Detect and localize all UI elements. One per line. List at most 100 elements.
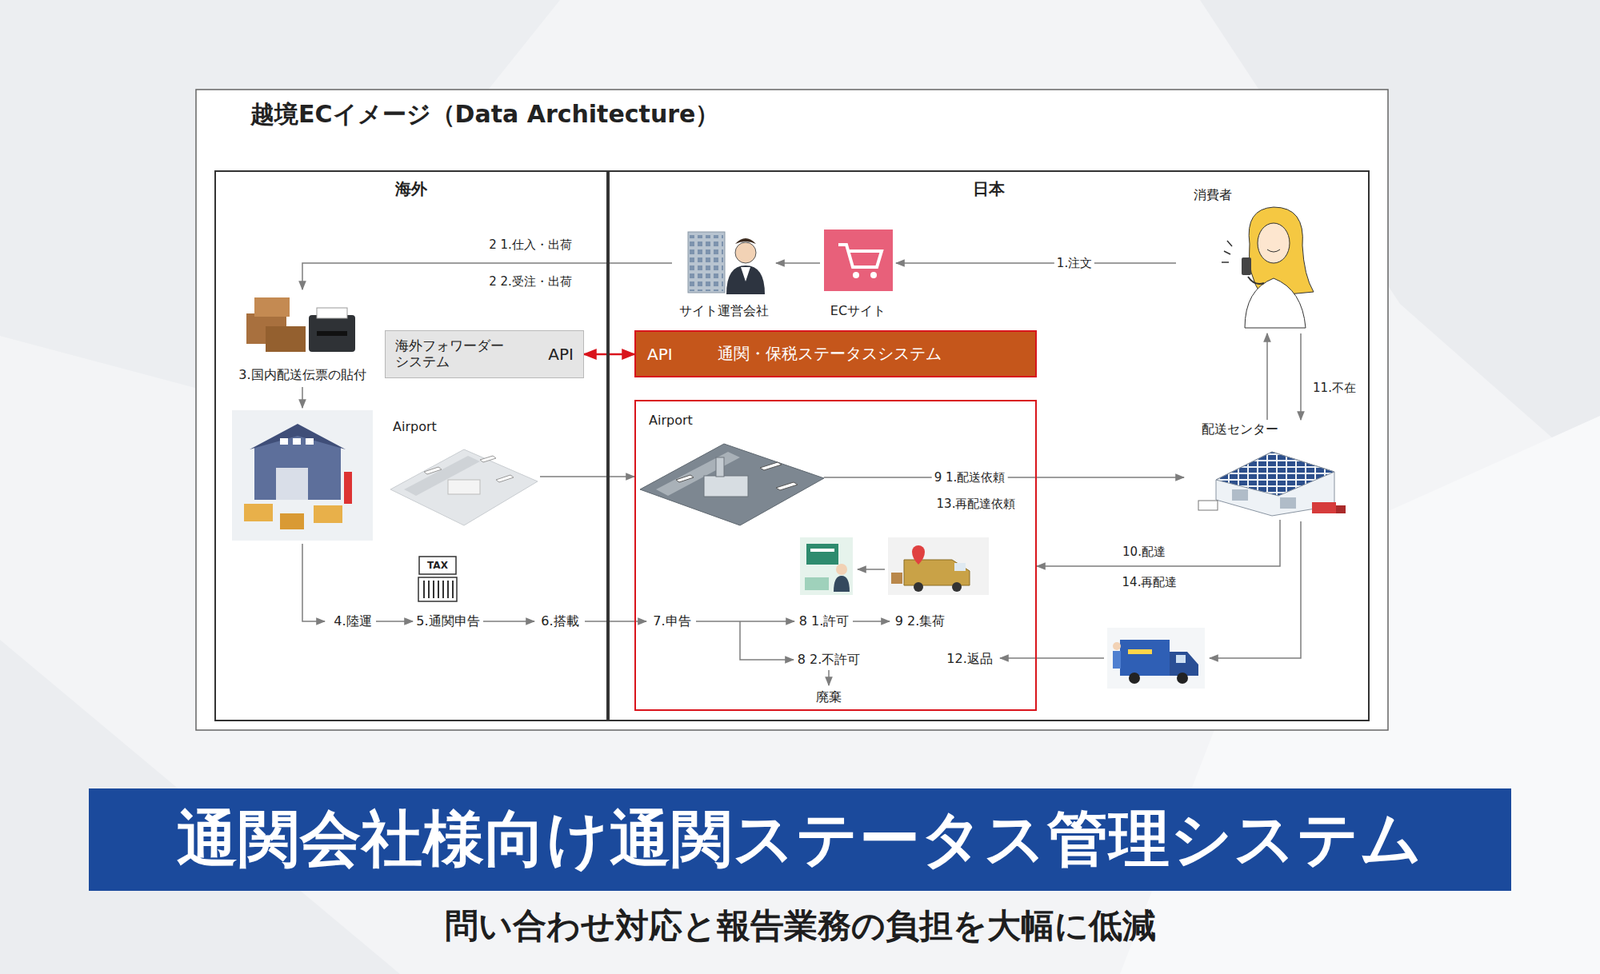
delivery-center-illustration [1198,500,1218,511]
leader-arrow [740,621,794,660]
flow-arrow [540,476,635,478]
flow-arrow [302,263,672,290]
edge-label: 11.不在 [1310,380,1359,396]
return-truck-illustration [1176,672,1188,684]
warehouse-illustration [276,468,308,500]
flow-label: 6.搭載 [538,613,581,629]
delivery-van-icon [888,537,989,596]
japan-airport-illustration [716,457,724,477]
flow-label: 8 1.許可 [796,613,852,629]
return-truck-illustration [1128,649,1152,655]
japan-airport-illustration [640,444,824,526]
operator-illustration [740,267,751,282]
leader-arrow [696,620,795,623]
airport-illustration [390,449,538,526]
leader-arrow [1000,657,1104,660]
leader-arrow [376,620,413,623]
ec-site-icon [852,272,860,279]
warehouse-illustration [244,504,273,522]
japan-airport-illustration [640,444,824,526]
region-box: 日本消費者サイト運営会社 ECサイト API 通関・保税ステータスシステム Airpor… [608,170,1370,722]
consumer-illustration [1244,278,1306,328]
leader-arrow [857,568,885,571]
node-text: 日本 [609,172,1368,200]
warehouse-illustration [249,424,346,450]
consumer-illustration [1221,207,1314,328]
flow-label: 12.返品 [944,651,995,667]
diagram-heading: 越境ECイメージ（Data Architecture） [248,100,722,129]
leader-arrow [852,620,890,623]
region-box: 海外3.国内配送伝票の貼付海外フォワーダー システムAPIAirport [214,170,608,722]
node-text: API [647,344,673,364]
consumer-illustration [1257,223,1290,264]
warehouse-illustration [313,505,343,524]
customs-icon [800,537,853,596]
return-truck-illustration [1112,642,1121,651]
leader-arrow [302,387,1301,686]
edge-label: 10.配達 [1120,544,1168,560]
parcel-printer-illustration [265,326,306,352]
flow-arrow [1300,333,1302,420]
flow-label: 2 2.受注・出荷 [486,274,575,289]
consumer-illustration [1267,249,1280,252]
edge-label: 2 1.仕入・出荷 [486,237,575,252]
delivery-van-icon [912,545,925,565]
leader-arrow [301,387,304,408]
leader-arrow [828,670,830,686]
flow-label: 5.通関申告 [413,613,482,629]
leader-arrow [584,620,647,623]
return-truck-illustration [1112,651,1121,669]
warehouse-illustration [232,410,373,541]
return-truck-illustration [1169,652,1199,676]
flow-label: 7.申告 [650,613,693,629]
flow-label: 8 2.不許可 [795,652,864,668]
flow-arrow [1036,520,1280,567]
node-text: Airport [636,401,1036,440]
operator-illustration [688,232,725,293]
parcel-printer-illustration [316,331,348,336]
return-truck-illustration [1107,628,1205,689]
delivery-center-illustration [1216,452,1335,496]
edge-label: 1.注文 [1054,256,1095,271]
node-text: 3.国内配送伝票の貼付 [238,367,366,386]
operator-illustration [726,265,765,295]
icon-node: 3.国内配送伝票の貼付 [226,289,379,386]
ec-site-icon [870,272,877,279]
operator-illustration [688,232,765,295]
operator-illustration [689,235,724,292]
customs-icon [804,577,829,591]
delivery-van-icon [904,560,970,586]
flow-label: 9 2.集荷 [892,613,948,629]
customs-icon [806,544,839,565]
leader-arrow [483,620,535,623]
customs-icon [810,548,835,552]
airport-illustration [448,480,480,495]
node-text: 配送センター [1184,420,1352,442]
node-text: 海外フォワーダー システム [395,338,516,370]
japan-airport-illustration [704,476,748,497]
system-box: API 通関・保税ステータスシステム [634,330,1037,378]
delivery-van-icon [913,582,924,592]
caption-text: 問い合わせ対応と報告業務の負担を大幅に低減 [444,904,1156,949]
icon-node: 消費者 [1176,185,1316,334]
warehouse-illustration [254,428,341,500]
warehouse-illustration [280,438,288,445]
customs-icon [833,576,850,592]
parcel-printer-illustration [308,315,356,352]
leader-arrow [302,544,325,622]
node-text: サイト運営会社 [679,303,769,322]
flow-label: 廃棄 [813,689,844,705]
tax-icon [419,556,456,575]
warehouse-illustration [344,472,352,504]
leader-arrow [1209,521,1301,659]
flow-arrow [1036,476,1184,479]
parcel-printer-illustration [246,297,356,352]
node-text: 通関・保税ステータスシステム [717,343,942,365]
consumer-illustration [1241,257,1252,276]
japan-airport-illustration [676,462,798,491]
icon-node: ECサイト [820,225,896,322]
parcel-printer-illustration [254,297,290,317]
